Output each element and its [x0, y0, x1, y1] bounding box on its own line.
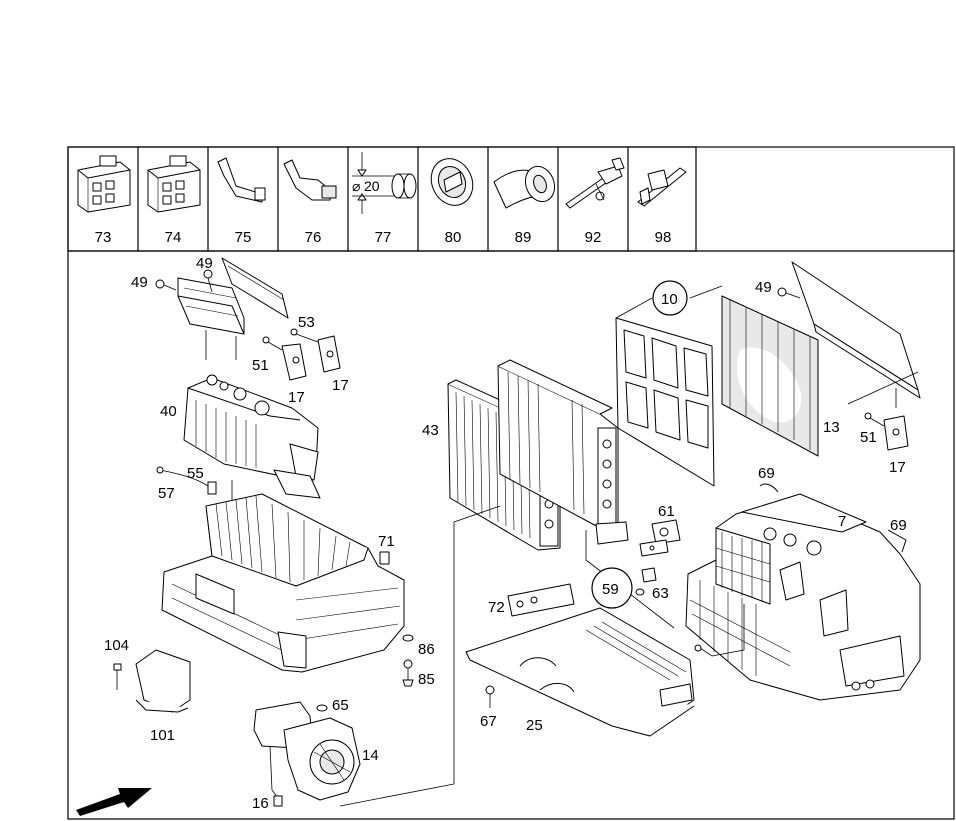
callout-7: 7: [838, 513, 846, 530]
callout-85: 85: [418, 671, 435, 688]
legend-table: ⌀ 20: [67, 146, 697, 252]
legend-label-73: 73: [95, 229, 112, 246]
screw-49-left: [155, 279, 177, 291]
hose-sleeve-icon: ⌀ 20: [352, 152, 417, 214]
callout-17-c: 17: [889, 459, 906, 476]
terminal-pin-icon: [217, 157, 266, 203]
callout-65: 65: [332, 697, 349, 714]
callout-101: 101: [150, 727, 175, 744]
callout-53: 53: [298, 314, 315, 331]
callout-55: 55: [187, 465, 204, 482]
heater-core: [497, 359, 629, 545]
callout-72: 72: [488, 599, 505, 616]
legend-dimension-label: 20: [364, 178, 380, 194]
heater-core-cover: [177, 277, 245, 360]
callout-86: 86: [418, 641, 435, 658]
blower-14: [253, 701, 361, 807]
callout-59: 59: [602, 581, 619, 598]
legend-label-98: 98: [655, 229, 672, 246]
callout-63: 63: [652, 585, 669, 602]
callout-71: 71: [378, 533, 395, 550]
callout-49-right: 49: [755, 279, 772, 296]
callout-69-left: 69: [758, 465, 775, 482]
terminal-socket-icon: [283, 159, 337, 201]
cable-tie-clip-icon: [565, 157, 625, 209]
callout-69-right: 69: [890, 517, 907, 534]
legend-label-92: 92: [585, 229, 602, 246]
heater-seal-strip: [221, 257, 289, 319]
callout-13: 13: [823, 419, 840, 436]
connector-housing-icon: [77, 155, 131, 213]
legend-label-75: 75: [235, 229, 252, 246]
filter-frame-10: [615, 285, 723, 487]
tray-25: [465, 607, 695, 737]
sensor-55: [156, 466, 217, 495]
callout-104: 104: [104, 637, 129, 654]
screw-49-top: [203, 269, 213, 293]
callout-circle-10: [652, 280, 688, 316]
sensor-17-pair: [262, 328, 341, 381]
legend-label-77: 77: [375, 229, 392, 246]
callout-25: 25: [526, 717, 543, 734]
connector-housing-icon: [147, 155, 201, 213]
callout-49-left: 49: [131, 274, 148, 291]
callout-61: 61: [658, 503, 675, 520]
small-parts-63: [635, 567, 657, 596]
callout-49-top: 49: [196, 255, 213, 272]
callout-16: 16: [252, 795, 269, 812]
expansion-valve-61: [639, 519, 681, 557]
callout-67: 67: [480, 713, 497, 730]
legend-label-76: 76: [305, 229, 322, 246]
callout-17-b: 17: [332, 377, 349, 394]
callout-51-left: 51: [252, 357, 269, 374]
direction-arrow-icon: [76, 788, 152, 816]
legend-label-74: 74: [165, 229, 182, 246]
bracket-101: [113, 649, 191, 713]
legend-labels: 73 74 75 76 77 80 89 92 98: [95, 229, 672, 246]
hvac-lower-housing: [161, 493, 405, 673]
callout-40: 40: [160, 403, 177, 420]
grommet-icon: [430, 158, 474, 206]
legend-label-89: 89: [515, 229, 532, 246]
cover-plate-right: [777, 261, 921, 451]
heater-housing-40: [183, 374, 321, 612]
cable-tie-icon: [637, 167, 687, 207]
hvac-module-7: [685, 483, 921, 701]
callout-10: 10: [661, 291, 678, 308]
callout-57: 57: [158, 485, 175, 502]
callout-43: 43: [422, 422, 439, 439]
callout-17-a: 17: [288, 389, 305, 406]
callout-14: 14: [362, 747, 379, 764]
tape-roll-icon: [493, 165, 556, 209]
pollen-filter-13: [721, 295, 819, 457]
seal-plate-72: [507, 583, 575, 617]
small-parts-71-86-85: [379, 551, 414, 687]
part-callouts: 49 49 53 51 17 17 40 55 57 71 86 85 104 …: [104, 255, 907, 812]
legend-label-80: 80: [445, 229, 462, 246]
callout-51-right: 51: [860, 429, 877, 446]
callout-circle-59: [591, 567, 633, 609]
svg-text:⌀: ⌀: [352, 178, 360, 194]
